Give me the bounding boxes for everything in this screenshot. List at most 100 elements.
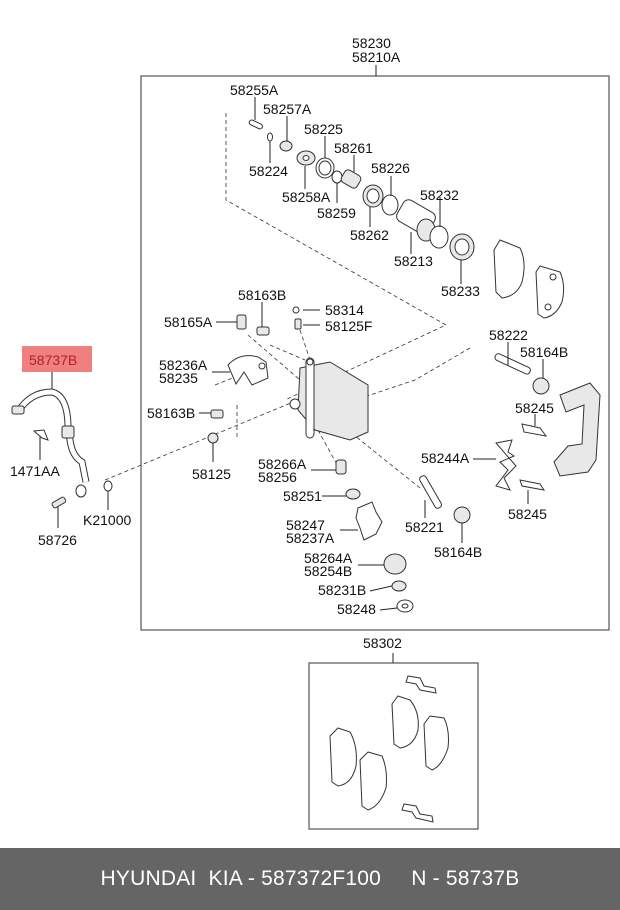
pad-kit-box: 58302: [308, 635, 479, 830]
label-58233[interactable]: 58233: [441, 283, 480, 299]
seal-58232[interactable]: [429, 225, 449, 249]
o-ring-58224[interactable]: [267, 132, 273, 142]
clip-58245-top[interactable]: [521, 423, 548, 437]
label-58232[interactable]: 58232: [420, 187, 459, 203]
caliper-link: [305, 357, 315, 439]
caliper-assembly-box: 58230 58210A: [140, 35, 610, 631]
brake-hose-assembly: 58737B: [11, 346, 113, 509]
assembly-code-58230[interactable]: 58230: [352, 35, 391, 51]
bleed-screw-58266A[interactable]: [335, 459, 347, 475]
label-58163B-mid[interactable]: 58163B: [147, 405, 195, 421]
label-58225[interactable]: 58225: [304, 121, 343, 137]
washer-58231B[interactable]: [391, 580, 407, 592]
pin-58255A[interactable]: [248, 119, 263, 130]
label-58224[interactable]: 58224: [249, 163, 288, 179]
label-K21000[interactable]: K21000: [83, 512, 131, 528]
label-58262[interactable]: 58262: [350, 227, 389, 243]
footer-spacer: [381, 867, 411, 891]
ring-58259[interactable]: [331, 170, 343, 184]
bolt-58163B-top[interactable]: [256, 326, 270, 336]
label-58266A[interactable]: 58266A: [258, 456, 307, 472]
assembly-code-58210A[interactable]: 58210A: [352, 49, 401, 65]
label-58165A[interactable]: 58165A: [164, 314, 213, 330]
label-58314[interactable]: 58314: [325, 302, 364, 318]
caliper-bracket[interactable]: [553, 382, 601, 477]
plate-58247[interactable]: [355, 501, 383, 541]
kit-clip-top: [405, 675, 437, 694]
footer-bar: HYUNDAI KIA - 587372F100 N - 58737B: [0, 848, 620, 910]
label-58125F[interactable]: 58125F: [325, 318, 372, 334]
guide-pins: [419, 353, 550, 524]
washer-58251[interactable]: [345, 488, 361, 500]
label-58257A[interactable]: 58257A: [263, 101, 312, 117]
bleeder-58257A[interactable]: [279, 140, 293, 152]
label-58259[interactable]: 58259: [317, 205, 356, 221]
label-1471AA[interactable]: 1471AA: [10, 463, 60, 479]
kit-pad-3: [329, 727, 357, 787]
highlighted-part-58737B[interactable]: 58737B: [29, 352, 77, 368]
label-58244A[interactable]: 58244A: [421, 450, 470, 466]
label-58264A[interactable]: 58264A: [304, 550, 353, 566]
label-58231B[interactable]: 58231B: [318, 582, 366, 598]
kit-pad-2: [423, 715, 449, 771]
footer-brand-part-number: HYUNDAI KIA - 587372F100: [100, 867, 382, 890]
guide-pin-58221[interactable]: [419, 475, 443, 510]
spring-58264A[interactable]: [383, 553, 407, 575]
clip-58245-bot[interactable]: [519, 479, 546, 491]
hose-fitting: [11, 405, 25, 415]
anti-rattle-58244A[interactable]: [495, 439, 517, 491]
label-58302[interactable]: 58302: [363, 635, 402, 651]
label-58221[interactable]: 58221: [405, 519, 444, 535]
caliper-housing[interactable]: [297, 361, 369, 441]
label-58255A[interactable]: 58255A: [230, 82, 279, 98]
label-58222[interactable]: 58222: [489, 327, 528, 343]
parts-diagram: 58230 58210A: [10, 35, 610, 830]
bolt-58726[interactable]: [51, 496, 67, 509]
kit-clip-bottom: [401, 803, 434, 823]
label-58258A[interactable]: 58258A: [282, 189, 331, 205]
label-58726[interactable]: 58726: [38, 532, 77, 548]
bushing: [289, 398, 301, 410]
clip-1471AA[interactable]: [32, 429, 49, 441]
clip-58314[interactable]: [292, 306, 300, 314]
label-58125[interactable]: 58125: [192, 466, 231, 482]
label-58256[interactable]: 58256: [258, 469, 297, 485]
nut-58125[interactable]: [207, 432, 219, 444]
highlight-box: [22, 346, 92, 372]
banjo-fitting: [75, 484, 87, 498]
seal-58226[interactable]: [381, 194, 399, 216]
fasteners: [207, 306, 361, 500]
bolt-58163B-mid[interactable]: [210, 409, 224, 419]
kit-pad-4: [359, 751, 387, 811]
label-58247[interactable]: 58247: [286, 517, 325, 533]
label-58248[interactable]: 58248: [337, 601, 376, 617]
label-58213[interactable]: 58213: [394, 253, 433, 269]
label-58245-bot[interactable]: 58245: [508, 506, 547, 522]
washer-K21000[interactable]: [103, 480, 113, 492]
label-58237A[interactable]: 58237A: [286, 530, 335, 546]
label-58245-top[interactable]: 58245: [515, 400, 554, 416]
guide-pin-58222[interactable]: [494, 353, 531, 375]
bolt-58165A[interactable]: [236, 314, 247, 330]
caliper-body: [227, 355, 369, 441]
cap-58125F[interactable]: [294, 318, 302, 330]
footer-reference-number: N - 58737B: [411, 867, 520, 890]
spring-58261[interactable]: [340, 168, 363, 189]
boot-58164B-bot[interactable]: [453, 506, 471, 524]
label-58163B-top[interactable]: 58163B: [238, 287, 286, 303]
kit-pad-1: [391, 695, 419, 749]
boot-58164B-top[interactable]: [532, 377, 550, 395]
label-58226[interactable]: 58226: [371, 160, 410, 176]
label-58236A[interactable]: 58236A: [159, 357, 208, 373]
piston-components: [248, 119, 475, 261]
label-58254B[interactable]: 58254B: [304, 563, 352, 579]
label-58164B-bot[interactable]: 58164B: [434, 544, 482, 560]
brake-pad-outer[interactable]: [535, 265, 565, 319]
label-58235[interactable]: 58235: [159, 370, 198, 386]
parking-lever-58236A[interactable]: [227, 355, 269, 386]
label-58261[interactable]: 58261: [334, 140, 373, 156]
leader-lines: [39, 97, 544, 611]
brake-pad-inner[interactable]: [493, 239, 525, 299]
label-58251[interactable]: 58251: [283, 488, 322, 504]
label-58164B-top[interactable]: 58164B: [520, 344, 568, 360]
